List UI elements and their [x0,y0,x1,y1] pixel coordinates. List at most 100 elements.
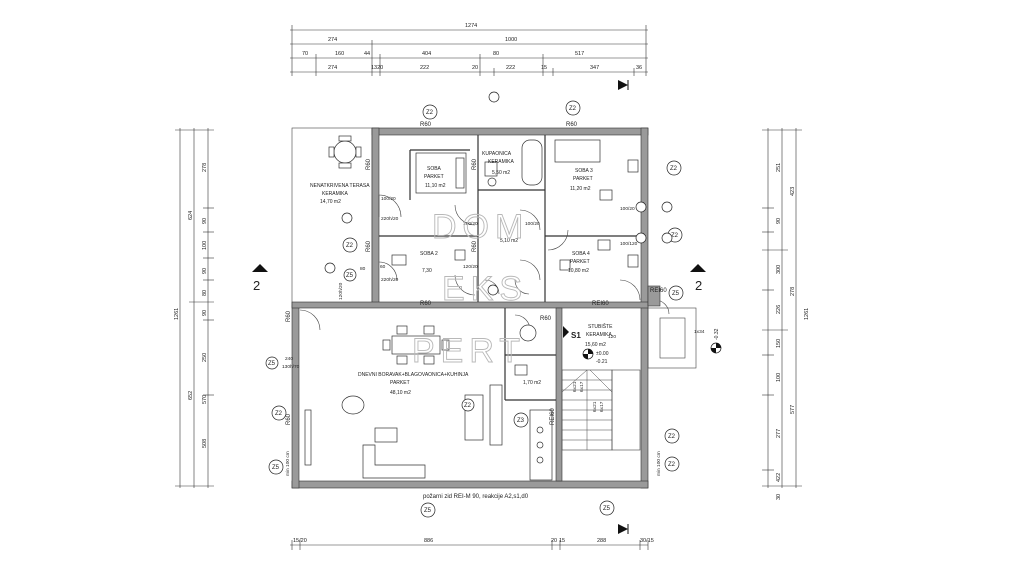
opening-dimensions: 100/20 220h/20 220h/20 100/20 100/120 13… [282,196,705,370]
wall-label: R60 [420,301,432,307]
dim-right-3h: 422 [776,473,782,482]
level-main: ±0.00 [596,351,609,357]
dim-top-3b: 160 [335,51,344,57]
svg-text:Z2: Z2 [275,411,283,417]
dim-bottom-e: 288 [597,538,606,544]
stair-area: 15,60 m2 [585,342,606,348]
tag-marker: Z2 [664,428,680,444]
opening-dim: 120/20 [463,264,478,270]
dim-right-2c: 577 [790,405,796,414]
dim-right-2a: 423 [790,187,796,196]
doors [299,194,670,331]
dim-top-3d: 404 [422,51,431,57]
living-area: 48,10 m2 [390,390,411,396]
entrance-porch [647,285,697,369]
hall-area: 5,10 m2 [500,238,518,244]
top-dimensions: 1274 274 1000 70 160 44 404 80 517 274 1… [290,23,648,76]
opening-dim: 100/20 [463,221,478,227]
staircase [561,369,641,451]
stair-label: 6x21 [592,401,598,412]
room1-floor: PARKET [424,174,444,180]
wall-label: REI60 [592,301,609,307]
dim-right-3c: 300 [776,265,782,274]
wall-label: R60 [366,158,372,170]
svg-text:Z2: Z2 [668,462,676,468]
section-arrow-bottom-icon [618,524,628,534]
room1-name: SOBA [427,166,442,172]
pantry-area: 1,70 m2 [523,380,541,386]
svg-text:Z5: Z5 [268,361,276,367]
right-dimensions: 1261 423 278 577 251 90 300 226 150 100 … [762,128,810,500]
dim-right-3g: 277 [776,429,782,438]
dim-bottom-d: 15 [559,538,565,544]
watermark-logo: DOM EKS PERT [412,208,528,371]
dim-bottom-f: 30/15 [640,538,654,544]
dim-right-2b: 278 [790,287,796,296]
dim-top-3f: 517 [575,51,584,57]
stair-label: 6x21 [572,381,578,392]
bottom-dimensions: 15/20 886 20 15 288 30/15 [290,538,654,550]
dim-left-2b: 652 [188,391,194,400]
wall-label: R60 [540,316,552,322]
dim-top-4f: 15 [541,65,547,71]
section-markers: 2 2 S1 [252,80,706,534]
opening-dim: 120h/20 [338,282,344,300]
dim-left-3a: 278 [202,163,208,172]
wall-label: R60 [286,310,292,322]
dim-top-4e: 222 [506,65,515,71]
min-width-notes: min 100 cm min 100 cm [285,451,662,476]
wall-label: R60 [420,122,432,128]
dim-left-3h: 570 [202,395,208,404]
room-labels: NENATKRIVENA TERASA KERAMIKA 14,70 m2 SO… [310,151,613,396]
stair-floor: KERAMIKA [586,332,613,338]
living-name: DNEVNI BORAVAK+BLAGOVAONICA+KUHINJA [358,372,469,378]
svg-text:EKS: EKS [442,270,528,308]
svg-text:Z2: Z2 [346,243,354,249]
room4-name: SOBA 4 [572,251,590,257]
fire-wall-note: požarni zid REI-M 90, reakcije A2,s1,d0 [423,494,529,500]
opening-dim: 100/120 [620,241,638,247]
furniture [304,135,639,481]
level-right: -0.32 [714,328,720,340]
dim-bottom-b: 886 [424,538,433,544]
opening-dim: 220h/20 [381,216,399,222]
left-dimensions: 1261 624 652 278 90 100 90 80 90 250 570… [174,128,214,488]
dim-top-4h: 36 [636,65,642,71]
section-label-left: 2 [253,278,260,293]
terrace-floor: KERAMIKA [322,191,349,197]
wall-markers [324,91,673,296]
living-floor: PARKET [390,380,410,386]
door-dim: 120 [608,334,616,340]
opening-dim: 130h/70 [282,364,300,370]
section-arrow-right-icon [690,264,706,272]
tag-marker: Z2 [271,405,287,421]
dim-top-4a: 274 [328,65,337,71]
dim-top-3c: 44 [364,51,370,57]
section-label-right: 2 [695,278,702,293]
bath-floor: KERAMIKA [488,159,515,165]
tag-marker: Z5 [265,356,279,370]
wall-label: R60 [286,413,292,425]
section-tags: Z2 Z2 Z2 Z2 Z2 Z2 Z2 Z3 Z5 Z5 Z5 Z2 Z5 Z… [265,100,684,518]
wall-label: R60 [366,240,372,252]
dim-top-4b: 1320 [371,65,383,71]
section-arrow-top-icon [618,80,628,90]
stair-label: 6x17 [599,401,605,412]
wall-label: R60 [566,122,578,128]
room4-floor: PARKET [570,259,590,265]
tag-marker: Z2 [342,237,358,253]
dim-top-2b: 1000 [505,37,517,43]
terrace-name: NENATKRIVENA TERASA [310,183,370,189]
svg-text:Z5: Z5 [272,465,280,471]
dim-left-3i: 508 [202,439,208,448]
svg-text:Z2: Z2 [569,106,577,112]
tag-marker: Z2 [666,160,682,176]
dim-left-total: 1261 [174,308,180,320]
tag-marker: Z5 [268,459,284,475]
svg-text:Z5: Z5 [603,506,611,512]
level-markers: ±0.00 -0.21 -0.32 [582,328,722,365]
dim-right-3e: 150 [776,339,782,348]
door-dim: 80 [360,266,366,272]
dim-right-3b: 90 [776,218,782,224]
dim-top-total: 1274 [465,23,477,29]
